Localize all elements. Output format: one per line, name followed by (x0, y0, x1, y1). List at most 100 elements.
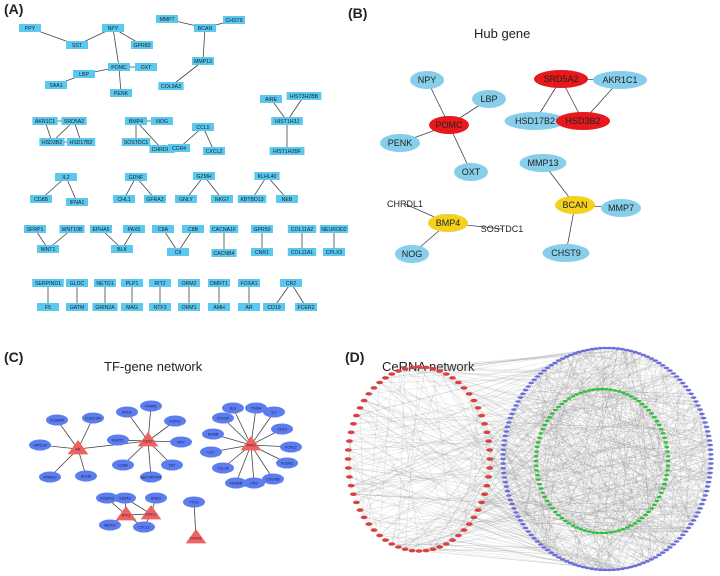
cerna-node-green (664, 445, 670, 449)
cerna-node-blue (515, 400, 521, 403)
cerna-node-blue (531, 537, 537, 540)
node-a-box (149, 279, 171, 287)
node-a-label: GNLY (179, 197, 193, 203)
cerna-node-blue (544, 548, 551, 552)
node-a-epha5: EPHA5 (90, 225, 112, 233)
cerna-node-red (481, 422, 488, 426)
node-b-label: NOG (402, 249, 423, 259)
cerna-node-blue (659, 551, 666, 554)
cerna-node-green (582, 390, 588, 393)
node-c-cd7: CD7 (200, 446, 222, 458)
node-c-adcyap1r1: ADCYAP1R1 (140, 471, 162, 483)
node-a-ccl5: CCL5 (192, 123, 214, 131)
cerna-node-red (408, 548, 416, 553)
cerna-node-blue (559, 558, 566, 561)
node-b-ellipse (395, 245, 429, 263)
cerna-node-green (643, 513, 648, 517)
node-c-label: TTC9 (190, 500, 199, 504)
cerna-node-blue (522, 388, 529, 392)
cerna-node-green (612, 389, 618, 392)
cerna-node-blue (667, 369, 673, 372)
cerna-node-green (533, 455, 539, 458)
node-a-cr2: CR2 (280, 279, 302, 287)
node-a-cacna1f: CACNA1F (209, 225, 239, 233)
node-a-label: KBTBD13 (240, 197, 263, 203)
cerna-node-blue (640, 561, 647, 565)
cerna-node-blue (706, 439, 713, 442)
node-a-label: GDNF (129, 175, 144, 181)
node-a-label: MMP13 (194, 59, 212, 65)
cerna-node-blue (688, 522, 694, 526)
cerna-node-blue (697, 408, 703, 411)
node-a-hsd17b2: HSD17B2 (66, 138, 96, 146)
cerna-node-green (535, 441, 541, 444)
cerna-node-blue (615, 568, 621, 571)
cerna-node-blue (673, 375, 680, 378)
cerna-node-red (415, 549, 423, 553)
cerna-node-green (632, 522, 638, 525)
node-a-nkg7: NKG7 (211, 195, 233, 203)
cerna-node-red (382, 538, 389, 542)
cerna-node-red (486, 448, 494, 452)
cerna-node-red (415, 365, 423, 369)
cerna-node-red (485, 439, 492, 443)
cerna-node-blue (648, 558, 655, 561)
cerna-node-red (347, 483, 355, 488)
node-a-box (209, 225, 239, 233)
cerna-node-green (665, 469, 670, 472)
node-a-box (113, 195, 135, 203)
cerna-node-blue (511, 507, 517, 510)
node-b-label: SOSTDC1 (481, 224, 524, 234)
node-a-label: IL2 (62, 175, 69, 181)
node-a-penk: PENK (110, 89, 132, 97)
cerna-node-blue (623, 348, 630, 352)
node-a-box (208, 279, 230, 287)
node-c-triangle (185, 529, 207, 544)
node-a-wnt1: WNT1 (37, 245, 59, 253)
cerna-node-blue (584, 566, 591, 570)
node-c-ellipse (170, 436, 192, 448)
panel-b-label: (B) (348, 5, 367, 21)
cerna-node-blue (632, 350, 638, 354)
cerna-node-blue (572, 563, 578, 566)
node-a-label: CR2 (286, 281, 296, 287)
node-a-label: C8A (158, 227, 169, 233)
cerna-node-green (646, 510, 652, 514)
cerna-node-blue (656, 361, 662, 365)
cerna-node-blue (559, 357, 566, 360)
cerna-node-red (465, 392, 473, 396)
node-c-ellipse (212, 462, 234, 474)
cerna-node-green (534, 445, 540, 449)
node-a-box (251, 248, 273, 256)
node-c-label: CD86 (118, 463, 127, 467)
node-b-nog: NOG (395, 245, 429, 263)
cerna-node-red (388, 372, 396, 376)
node-a-box (319, 225, 349, 233)
node-a-sfrp1: SFRP1 (24, 225, 46, 233)
node-b-mmp13: MMP13 (519, 154, 567, 172)
node-b-ellipse (593, 71, 647, 89)
cerna-node-green (552, 408, 558, 412)
node-a-c8b: C8B (182, 225, 204, 233)
node-a-neto1: NETO1 (94, 279, 116, 287)
node-c-atf3: ATF3 (115, 506, 137, 521)
node-c-label: CDX2 (143, 439, 153, 443)
node-a-box (61, 117, 87, 125)
node-c-label: FCER2 (281, 461, 293, 465)
node-a-box (287, 225, 317, 233)
node-a-box (131, 41, 153, 49)
node-a-label: EPHA5 (92, 227, 109, 233)
node-c-ellipse (245, 402, 267, 414)
node-a-label: CCL5 (196, 125, 209, 131)
node-a-box (251, 225, 273, 233)
node-c-label: CR2 (250, 481, 257, 485)
node-a-box (178, 279, 200, 287)
node-a-box (121, 138, 151, 146)
node-a-label: GRIN2A (95, 305, 115, 311)
cerna-node-green (620, 528, 626, 531)
node-a-label: SAA1 (49, 83, 62, 89)
node-c-label: PROC (122, 410, 133, 414)
node-c-ellipse (82, 412, 104, 424)
node-c-label: NETO1 (104, 523, 116, 527)
node-a-box (211, 195, 233, 203)
